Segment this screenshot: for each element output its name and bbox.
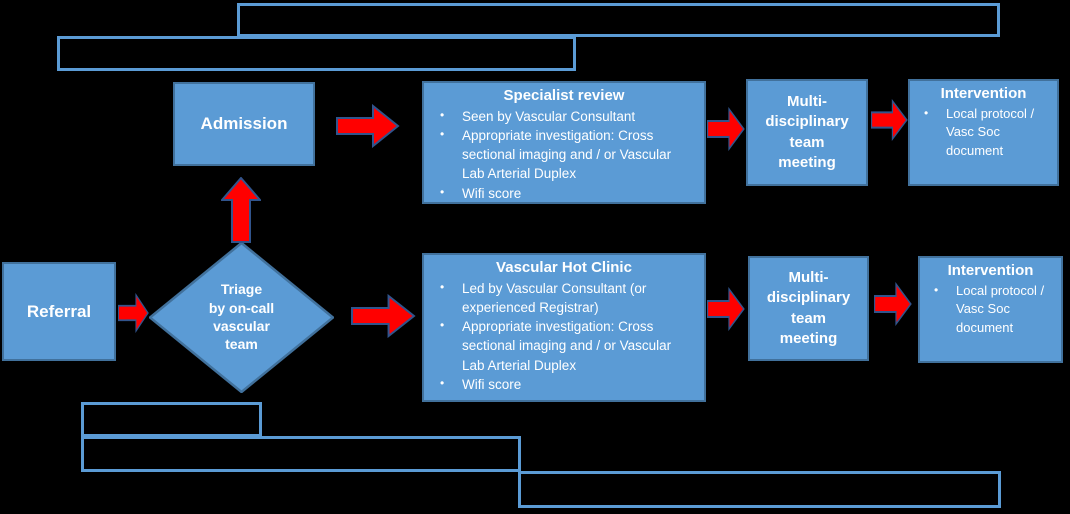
empty-label-box-bottom-left xyxy=(81,436,521,472)
bullet-item: Appropriate investigation: Cross section… xyxy=(440,317,696,374)
bullet-item: Appropriate investigation: Cross section… xyxy=(440,126,696,183)
node-mdt-meeting-top: Multi- disciplinary team meeting xyxy=(746,79,868,186)
bullet-item: Led by Vascular Consultant (or experienc… xyxy=(440,279,696,317)
node-specialist-review: Specialist review Seen by Vascular Consu… xyxy=(422,81,706,204)
intervention-top-bullet-list: Local protocol / Vasc Soc document xyxy=(910,105,1057,160)
specialist-review-bullet-list: Seen by Vascular Consultant Appropriate … xyxy=(424,107,704,203)
node-triage-diamond-shape xyxy=(149,242,334,393)
node-intervention-top: Intervention Local protocol / Vasc Soc d… xyxy=(908,79,1059,186)
empty-label-box-bottom-small xyxy=(81,402,262,437)
node-referral-label: Referral xyxy=(26,301,92,321)
intervention-bottom-bullet-list: Local protocol / Vasc Soc document xyxy=(920,282,1061,337)
bullet-item: Local protocol / Vasc Soc document xyxy=(934,282,1057,337)
empty-label-box-top-left xyxy=(57,36,576,71)
bullet-item: Wifi score xyxy=(440,375,696,394)
empty-label-box-bottom-right xyxy=(518,471,1001,508)
intervention-bottom-title: Intervention xyxy=(947,262,1034,279)
specialist-review-title: Specialist review xyxy=(503,87,625,104)
bullet-item: Wifi score xyxy=(440,184,696,203)
node-intervention-bottom: Intervention Local protocol / Vasc Soc d… xyxy=(918,256,1063,363)
node-admission-label: Admission xyxy=(200,114,288,133)
intervention-top-title: Intervention xyxy=(940,85,1027,102)
hot-clinic-title: Vascular Hot Clinic xyxy=(496,259,632,276)
bullet-item: Local protocol / Vasc Soc document xyxy=(924,105,1053,160)
node-admission: Admission xyxy=(173,82,315,166)
node-mdt-meeting-bottom: Multi- disciplinary team meeting xyxy=(748,256,869,361)
node-referral: Referral xyxy=(2,262,116,361)
arrow-mdt-to-intervention-bottom-icon xyxy=(874,282,912,326)
hot-clinic-bullet-list: Led by Vascular Consultant (or experienc… xyxy=(424,279,704,394)
bullet-item: Seen by Vascular Consultant xyxy=(440,107,696,126)
node-triage-label: Triage by on-call vascular team xyxy=(208,281,275,353)
arrow-referral-to-triage-icon xyxy=(118,293,149,333)
arrow-triage-to-admission-icon xyxy=(221,177,261,243)
arrow-mdt-to-intervention-top-icon xyxy=(871,99,908,141)
arrow-admission-to-specialist-icon xyxy=(336,104,400,148)
node-vascular-hot-clinic: Vascular Hot Clinic Led by Vascular Cons… xyxy=(422,253,706,402)
arrow-triage-to-hot-clinic-icon xyxy=(351,294,416,338)
empty-label-box-top-right xyxy=(237,3,1000,37)
arrow-specialist-to-mdt-icon xyxy=(707,107,745,151)
arrow-hot-clinic-to-mdt-icon xyxy=(707,287,745,331)
